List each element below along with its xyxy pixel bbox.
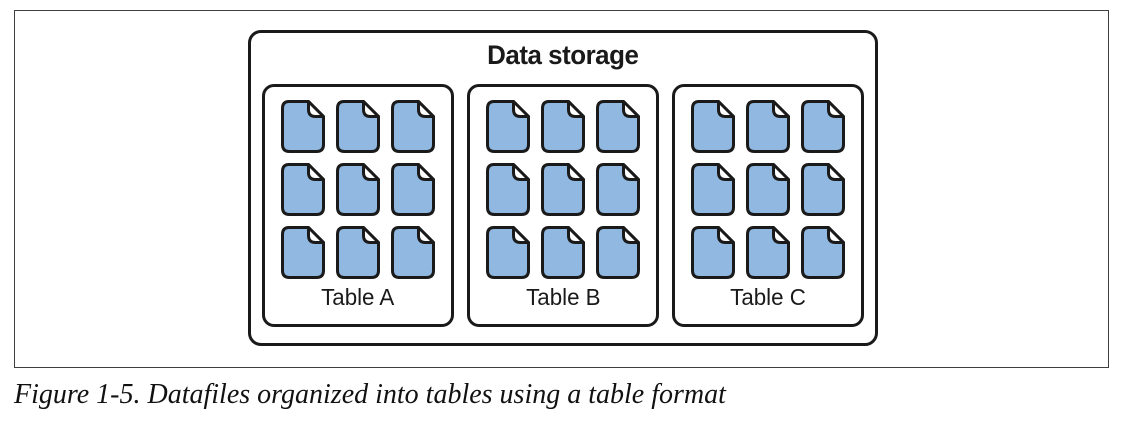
file-icon <box>391 100 435 153</box>
data-storage-title: Data storage <box>487 40 639 70</box>
file-icon <box>391 226 435 279</box>
figure-frame: Data storage <box>14 10 1109 368</box>
table-box-a: Table A <box>262 84 454 327</box>
file-icon <box>746 226 790 279</box>
file-icon <box>281 226 325 279</box>
table-a-label: Table A <box>321 284 395 310</box>
file-icon <box>486 226 530 279</box>
file-icon <box>596 226 640 279</box>
file-grid-b <box>486 100 640 279</box>
file-icon <box>801 100 845 153</box>
file-icon <box>691 226 735 279</box>
figure-caption: Figure 1-5. Datafiles organized into tab… <box>14 379 726 410</box>
table-c-label: Table C <box>730 284 806 310</box>
file-grid-c <box>691 100 845 279</box>
table-box-c: Table C <box>672 84 864 327</box>
file-icon <box>541 226 585 279</box>
file-icon <box>746 100 790 153</box>
file-icon <box>336 226 380 279</box>
file-icon <box>541 100 585 153</box>
file-icon <box>281 163 325 216</box>
file-icon <box>486 163 530 216</box>
file-icon <box>596 163 640 216</box>
file-grid-a <box>281 100 435 279</box>
file-icon <box>541 163 585 216</box>
data-storage-box: Data storage <box>248 30 878 346</box>
file-icon <box>281 100 325 153</box>
file-icon <box>391 163 435 216</box>
file-icon <box>691 100 735 153</box>
file-icon <box>801 226 845 279</box>
tables-row: Table A <box>262 84 864 327</box>
file-icon <box>336 163 380 216</box>
file-icon <box>801 163 845 216</box>
file-icon <box>486 100 530 153</box>
file-icon <box>596 100 640 153</box>
file-icon <box>691 163 735 216</box>
file-icon <box>746 163 790 216</box>
file-icon <box>336 100 380 153</box>
table-b-label: Table B <box>525 284 601 310</box>
table-box-b: Table B <box>467 84 659 327</box>
